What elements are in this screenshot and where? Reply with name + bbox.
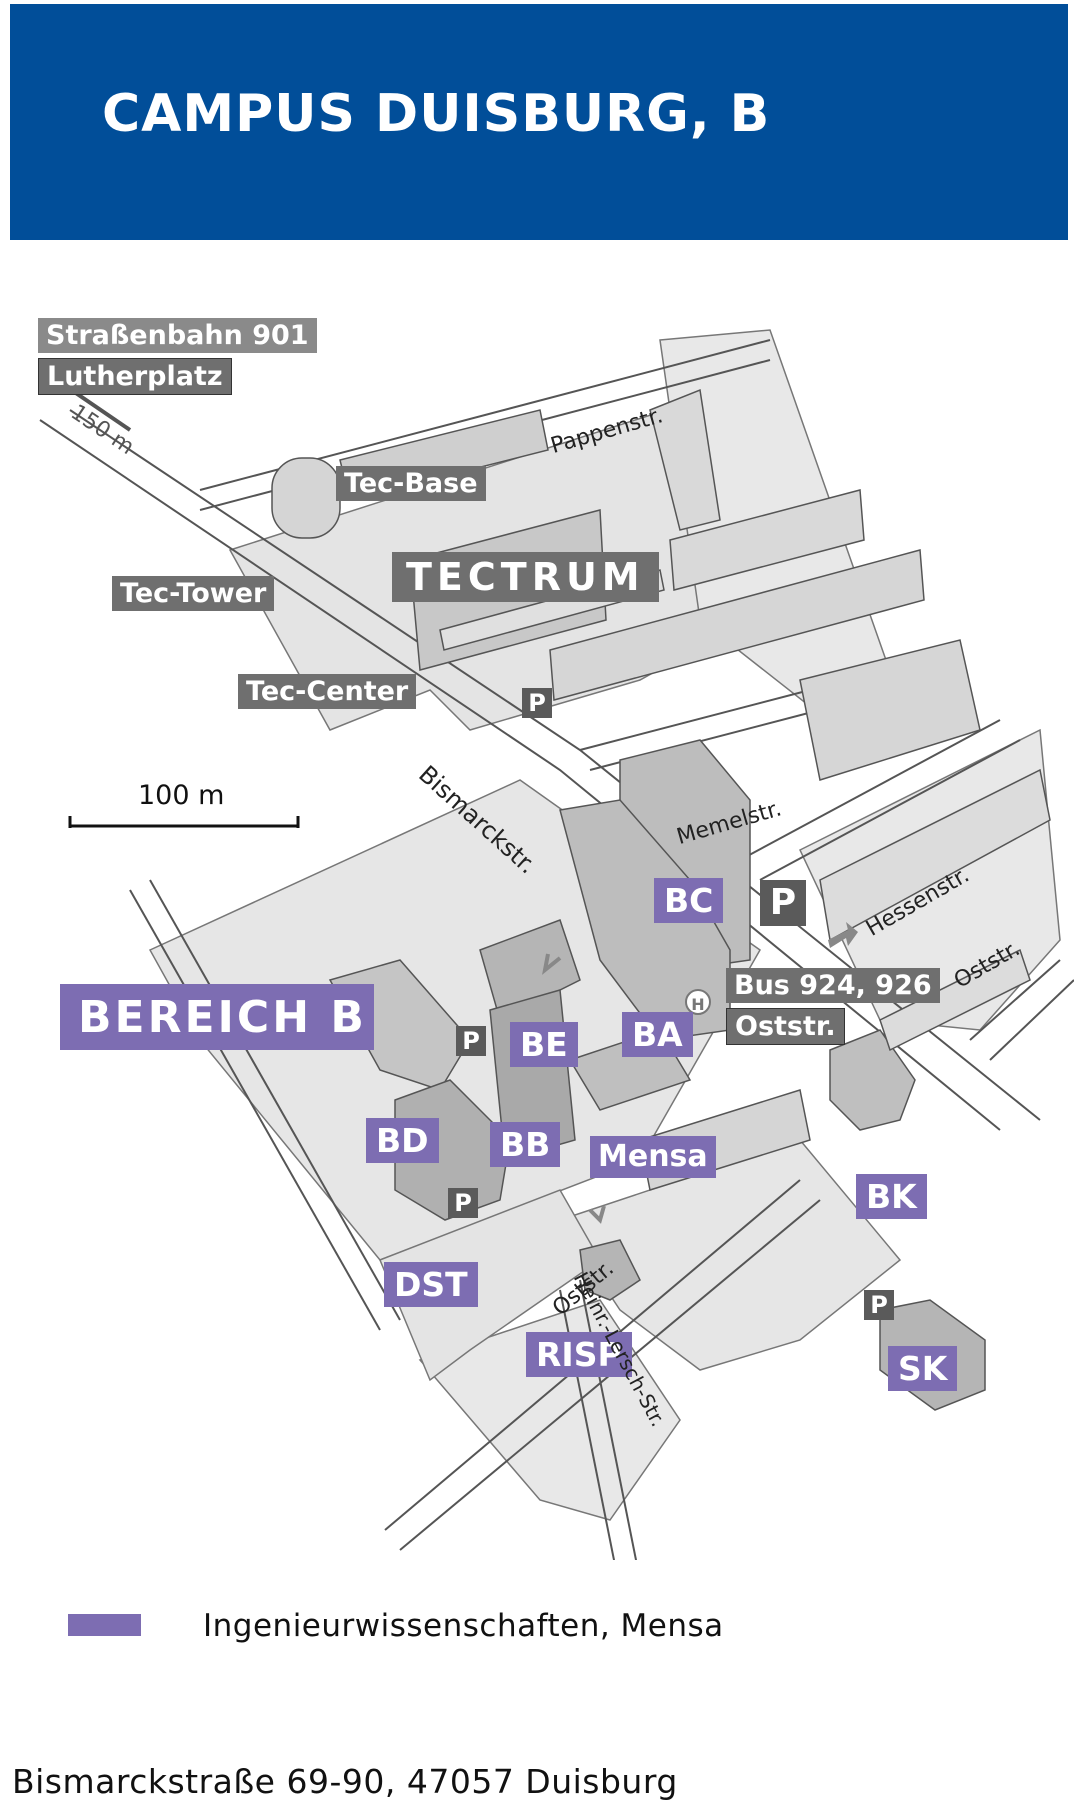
- bereich-b-label: BEREICH B: [60, 984, 374, 1050]
- building-risp: [579, 1239, 641, 1301]
- building-east-2: [879, 948, 1031, 1052]
- building-dst-label: DST: [384, 1262, 478, 1307]
- legend-swatch: [68, 1614, 141, 1636]
- building-dst: [394, 1079, 511, 1221]
- road-memel-1: [579, 689, 811, 751]
- tram-stop-label: Lutherplatz: [38, 358, 232, 395]
- hessen-arrow: [828, 922, 858, 948]
- legend-text: Ingenieurwissenschaften, Mensa: [203, 1608, 724, 1644]
- map-drawing: H: [39, 329, 1074, 1560]
- building-risp-label: RISP: [526, 1332, 632, 1377]
- building-ne-3: [549, 549, 925, 701]
- page-title: CAMPUS DUISBURG, B: [102, 84, 771, 144]
- header-banner: CAMPUS DUISBURG, B: [10, 4, 1068, 240]
- parking-icon-bb: P: [448, 1188, 478, 1218]
- parking-icon-tectrum: P: [522, 688, 552, 718]
- building-bk: [829, 1029, 916, 1131]
- building-bc-label: BC: [654, 878, 724, 923]
- bus-stop-symbol: H: [691, 995, 704, 1014]
- building-ba-label: BA: [622, 1012, 693, 1057]
- tec-tower-building: [271, 457, 341, 539]
- building-east-1: [819, 768, 1051, 942]
- building-bd-label: BD: [366, 1118, 439, 1163]
- building-mensa-label: Mensa: [590, 1136, 716, 1178]
- bus-stop-icon: H: [685, 989, 711, 1015]
- building-ne-4: [799, 639, 981, 781]
- block-dst-area: [379, 1189, 601, 1382]
- building-ne-2: [669, 489, 865, 591]
- road-west-2: [149, 879, 401, 1321]
- building-ne-1: [649, 388, 721, 531]
- parking-icon-bk: P: [864, 1290, 894, 1320]
- parking-icon-be: P: [456, 1026, 486, 1056]
- tram-line-label: Straßenbahn 901: [38, 318, 317, 353]
- building-bb-label: BB: [490, 1122, 561, 1167]
- bus-lines-label: Bus 924, 926: [726, 968, 940, 1003]
- scale-label: 100 m: [138, 780, 225, 811]
- tec-center-label: Tec-Center: [238, 674, 417, 709]
- road-lersch-2: [579, 1279, 638, 1560]
- building-bk-label: BK: [856, 1174, 927, 1219]
- road-east-1: [969, 959, 1061, 1041]
- road-bismarck-1: [39, 419, 1001, 1131]
- bus-stop-label: Oststr.: [726, 1008, 845, 1045]
- building-be: [479, 919, 581, 1022]
- road-east-2: [989, 979, 1074, 1061]
- parking-icon-bc: P: [760, 880, 806, 926]
- road-hessen-2: [759, 739, 1021, 881]
- entry-arrows: [542, 953, 606, 1224]
- building-sk-label: SK: [888, 1346, 958, 1391]
- tec-base-label: Tec-Base: [336, 466, 486, 501]
- tectrum-label: TECTRUM: [392, 552, 659, 602]
- scale-bar: [68, 816, 300, 828]
- campus-map: H Straßenbahn 901 Lutherplatz 150 m 100 …: [0, 260, 1074, 1560]
- building-be-label: BE: [510, 1022, 578, 1067]
- road-hessen-1: [739, 719, 1001, 861]
- road-west-1: [129, 889, 381, 1331]
- tec-tower-label: Tec-Tower: [112, 576, 275, 611]
- address-footer: Bismarckstraße 69-90, 47057 Duisburg: [12, 1762, 678, 1801]
